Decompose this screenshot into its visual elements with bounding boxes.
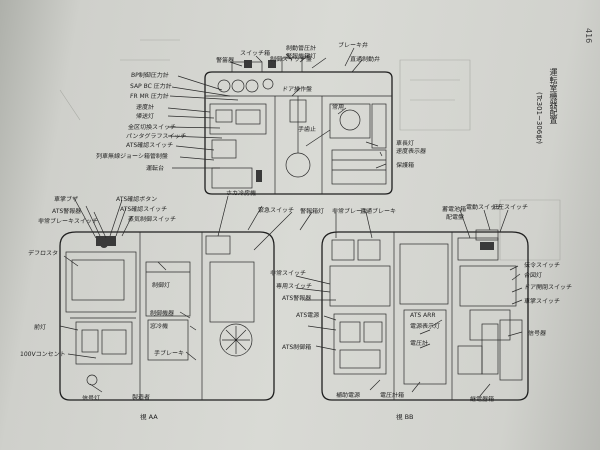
label-direct-brake: 直通ブレーキ	[359, 208, 397, 215]
label-service: 常用	[331, 104, 345, 111]
label-steam-control-switch: 蒸気制御スイッチ	[127, 216, 177, 223]
view-aa-caption: 視 AA	[140, 413, 158, 421]
label-signal-device: 信号器	[527, 330, 547, 337]
document-title: 運転室機器配置	[549, 68, 558, 124]
page-number: 416	[584, 28, 593, 44]
label-protection-box: 保護箱	[395, 162, 415, 169]
leader-lines-bottom	[59, 195, 523, 397]
label-train-radio: 列車無線ジョーシ箱管制盤	[95, 153, 169, 160]
label-brake-valve: ブレーキ弁	[337, 42, 369, 49]
label-relay-box: 継電器箱	[469, 396, 495, 403]
label-control-equipment: 制御機器	[149, 310, 175, 317]
label-ats-confirm-switch: ATS確認スイッチ	[125, 142, 174, 149]
label-speed-indicator: 速度表示器	[395, 148, 427, 155]
view-aa-drawing	[59, 231, 275, 401]
label-window-cooler: 窓冷機	[149, 323, 169, 330]
label-signal-lamp-2: 合図灯	[523, 272, 543, 279]
label-emergency-brake-switch: 非常ブレーキスイッチ	[37, 218, 99, 225]
label-aux-power: 補助電源	[335, 392, 361, 399]
label-battery-box: 蓄電池箱	[441, 206, 467, 213]
label-alarm-lamp: 警報機箱灯	[285, 53, 317, 60]
cab-plan-view	[204, 57, 393, 195]
label-pantograph-switch: パンタグラフスイッチ	[125, 133, 187, 140]
label-speedometer: 速度計	[135, 104, 155, 111]
label-emergency-switch-2: 非常スイッチ	[269, 270, 307, 277]
label-distribution-panel: 配電盤	[445, 214, 465, 221]
label-ats-confirm-button: ATS確認ボタン	[115, 196, 158, 203]
label-emergency-switch: 緊急スイッチ	[257, 207, 295, 214]
label-ats-alarm-2: ATS警報器	[281, 295, 312, 302]
view-bb-drawing	[321, 229, 529, 401]
label-ats-arr: ATS ARR	[409, 312, 436, 319]
label-door-panel: ドア操作盤	[281, 86, 313, 93]
label-car-lamp: 車長灯	[395, 140, 415, 147]
label-100v-outlet: 100Vコンセント	[19, 351, 66, 358]
label-power-indicator: 電源表示灯	[409, 323, 441, 330]
label-direct-brake-valve: 直通制動弁	[349, 56, 381, 63]
show-through-background	[59, 39, 561, 261]
label-ats-power: ATS電源	[295, 312, 320, 319]
label-bp-gauge: BP制御圧力計	[130, 72, 169, 79]
label-ats-confirm-switch-2: ATS確認スイッチ	[119, 206, 168, 213]
label-conductor-buzzer: 車掌ブザ	[53, 196, 79, 203]
label-conductor-switch: 車掌スイッチ	[523, 298, 561, 305]
label-aux-cooler: ホカ冷房機	[225, 190, 257, 197]
label-dedicated-switch: 専用スイッチ	[275, 283, 313, 290]
label-defroster: デフロスタ	[27, 250, 59, 257]
label-door-switch: ドア開閉スイッチ	[523, 284, 573, 291]
label-return-lamp: 帰送灯	[135, 113, 155, 120]
label-control-lamp: 制御灯	[151, 282, 171, 289]
label-horn: 警笛器	[215, 57, 235, 64]
label-hand-brake: 手ブレーキ	[153, 350, 185, 357]
label-headlight: 前灯	[33, 324, 47, 331]
label-section-switch: 全区切換スイッチ	[127, 124, 177, 131]
label-voltmeter: 電圧計	[409, 340, 429, 347]
label-electric-switch: 電動スイッチ	[465, 204, 503, 211]
label-ats-control-box: ATS制御箱	[281, 344, 312, 351]
label-relay-switch: 伝令スイッチ	[523, 262, 561, 269]
label-hand-chock: 手歯止	[297, 126, 317, 133]
label-fr-mr-gauge: FR MR 圧力計	[129, 93, 170, 100]
view-bb-caption: 視 BB	[396, 413, 414, 421]
label-voltmeter-box: 電圧計箱	[379, 392, 405, 399]
label-alarm-box-lamp: 警報箱灯	[299, 208, 325, 215]
label-driver-desk: 運転台	[145, 165, 165, 172]
label-manufacturer: 製造者	[131, 394, 151, 401]
label-switch-box: スイッチ箱	[239, 50, 271, 57]
label-brake-pipe-gauge: 制動管圧計	[285, 45, 317, 52]
label-ats-alarm: ATS警報器	[51, 208, 82, 215]
label-sap-bc-gauge: SAP BC 圧力計	[129, 83, 172, 90]
leader-lines-top	[167, 47, 387, 169]
document-subtitle: (Tc301~306号)	[535, 92, 543, 144]
label-signal-lamp: 信号灯	[81, 395, 101, 402]
